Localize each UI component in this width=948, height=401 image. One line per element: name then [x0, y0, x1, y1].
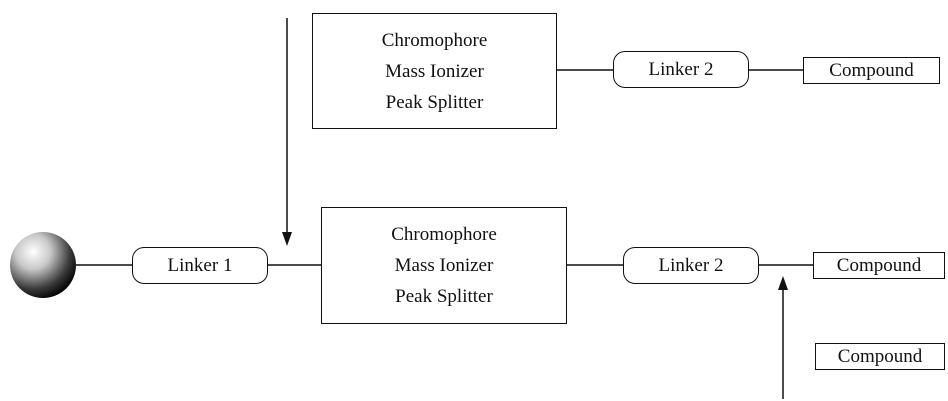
top-block-line-3: Peak Splitter: [385, 91, 484, 113]
up-arrow-head: [778, 276, 788, 290]
bottom-block-line-1: Chromophore: [391, 224, 497, 245]
solid-support-bead: [10, 232, 76, 298]
top-compound: Compound: [803, 57, 940, 84]
top-linker-2: Linker 2: [613, 51, 749, 88]
down-arrow-head: [282, 232, 292, 246]
bottom-functional-block: Chromophore Mass Ionizer Peak Splitter: [321, 207, 567, 324]
bottom-block-line-3: Peak Splitter: [395, 286, 493, 307]
bottom-block-line-2: Mass Ionizer: [394, 255, 494, 276]
linker-1: Linker 1: [132, 247, 268, 284]
bottom-linker-2: Linker 2: [623, 247, 759, 284]
top-block-line-2: Mass Ionizer: [385, 60, 484, 82]
top-block-line-1: Chromophore: [381, 29, 488, 51]
free-compound: Compound: [815, 343, 945, 370]
bottom-compound: Compound: [813, 252, 945, 279]
top-functional-block: Chromophore Mass Ionizer Peak Splitter: [312, 13, 557, 129]
